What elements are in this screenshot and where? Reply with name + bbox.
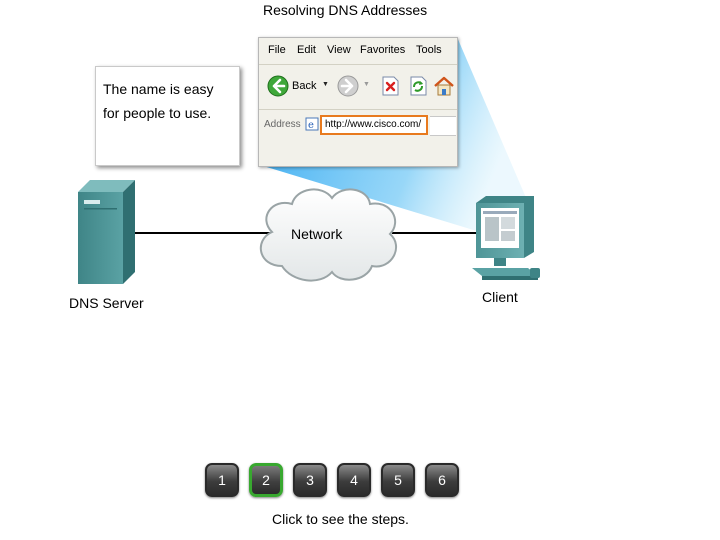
menu-file[interactable]: File [268,44,286,56]
diagram-title: Resolving DNS Addresses [263,2,428,18]
step-button-2[interactable]: 2 [249,463,283,497]
dns-server-label: DNS Server [69,295,144,311]
menu-view[interactable]: View [327,44,351,56]
address-input-remainder[interactable] [430,116,456,136]
stop-icon[interactable] [379,75,401,97]
info-callout: The name is easy for people to use. [95,66,240,166]
step-button-5[interactable]: 5 [381,463,415,497]
dns-server-icon [78,180,135,284]
home-icon[interactable] [433,75,455,97]
back-arrow-icon[interactable] [267,75,289,97]
address-label: Address [264,119,301,130]
browser-window: File Edit View Favorites Tools Back ▼ ▼ [258,37,458,167]
menu-edit[interactable]: Edit [297,44,316,56]
forward-arrow-icon[interactable] [337,75,359,97]
step-button-6[interactable]: 6 [425,463,459,497]
address-input[interactable]: http://www.cisco.com/ [320,115,428,135]
back-dropdown-icon[interactable]: ▼ [322,81,329,88]
step-button-3[interactable]: 3 [293,463,327,497]
step-button-4[interactable]: 4 [337,463,371,497]
page-icon: e [305,117,319,131]
browser-addressbar: Address e http://www.cisco.com/ [259,111,457,139]
browser-toolbar: Back ▼ ▼ [259,65,457,110]
client-label: Client [482,289,518,305]
forward-dropdown-icon[interactable]: ▼ [363,81,370,88]
network-cloud [259,188,397,282]
svg-text:e: e [308,120,314,131]
network-label: Network [291,226,343,242]
step-button-1[interactable]: 1 [205,463,239,497]
client-pc-icon [472,196,540,280]
back-button-label[interactable]: Back [292,80,317,92]
browser-menubar: File Edit View Favorites Tools [259,38,457,65]
refresh-icon[interactable] [407,75,429,97]
menu-tools[interactable]: Tools [416,44,442,56]
menu-favorites[interactable]: Favorites [360,44,406,56]
steps-hint: Click to see the steps. [272,511,409,527]
